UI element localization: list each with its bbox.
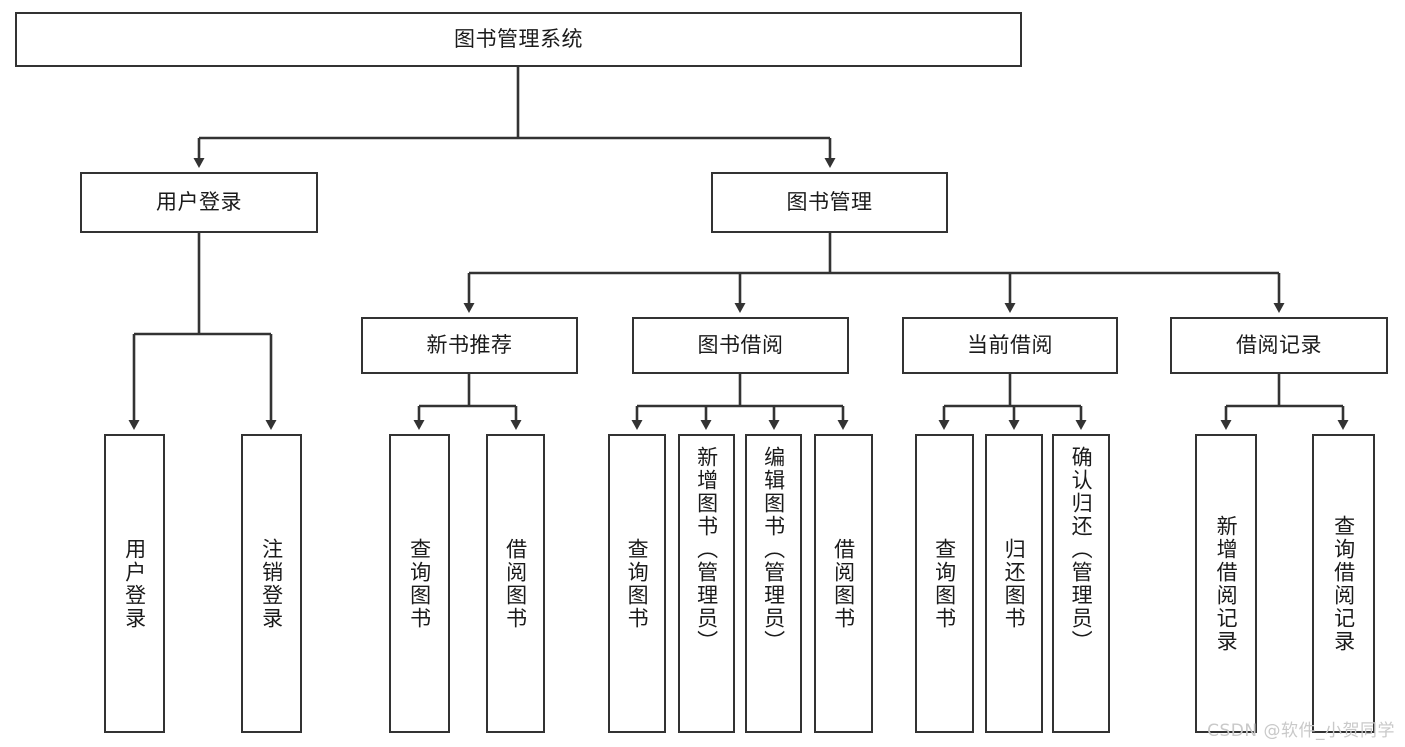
node-leaf-query-book-cur-label: 查询图书 [932, 537, 957, 630]
node-leaf-user-login[interactable]: 用户登录 [104, 434, 165, 733]
node-leaf-query-book-rec[interactable]: 查询图书 [389, 434, 450, 733]
node-borrow-record-label: 借阅记录 [1236, 332, 1322, 357]
node-current-borrow-label: 当前借阅 [967, 332, 1053, 357]
node-leaf-query-book-rec-label: 查询图书 [407, 537, 432, 630]
node-book-manage[interactable]: 图书管理 [711, 172, 948, 233]
node-root-label: 图书管理系统 [454, 26, 583, 51]
node-leaf-return-book[interactable]: 归还图书 [985, 434, 1043, 733]
node-leaf-borrow-book-rec[interactable]: 借阅图书 [486, 434, 545, 733]
node-current-borrow[interactable]: 当前借阅 [902, 317, 1118, 374]
node-book-borrow[interactable]: 图书借阅 [632, 317, 849, 374]
node-leaf-query-record[interactable]: 查询借阅记录 [1312, 434, 1375, 733]
node-leaf-add-book[interactable]: 新增图书（管理员） [678, 434, 735, 733]
node-leaf-borrow-book-label: 借阅图书 [831, 537, 856, 630]
node-book-manage-label: 图书管理 [786, 189, 873, 214]
node-leaf-return-book-label: 归还图书 [1002, 537, 1027, 630]
node-user-login-label: 用户登录 [156, 189, 242, 214]
node-leaf-query-book-cur[interactable]: 查询图书 [915, 434, 974, 733]
node-leaf-user-logout-label: 注销登录 [259, 537, 284, 630]
node-leaf-add-record-label: 新增借阅记录 [1214, 514, 1239, 653]
node-leaf-confirm-return-label: 确认归还（管理员） [1069, 446, 1094, 653]
node-leaf-query-book-borrow[interactable]: 查询图书 [608, 434, 666, 733]
node-leaf-query-record-label: 查询借阅记录 [1331, 514, 1356, 653]
node-new-book-rec-label: 新书推荐 [426, 332, 513, 357]
node-leaf-query-book-borrow-label: 查询图书 [625, 537, 650, 630]
node-leaf-edit-book[interactable]: 编辑图书（管理员） [745, 434, 802, 733]
node-borrow-record[interactable]: 借阅记录 [1170, 317, 1388, 374]
node-new-book-rec[interactable]: 新书推荐 [361, 317, 578, 374]
node-root[interactable]: 图书管理系统 [15, 12, 1022, 67]
node-leaf-borrow-book-rec-label: 借阅图书 [503, 537, 528, 630]
node-user-login[interactable]: 用户登录 [80, 172, 318, 233]
node-leaf-edit-book-label: 编辑图书（管理员） [761, 446, 786, 653]
node-leaf-user-login-label: 用户登录 [122, 537, 147, 630]
node-leaf-confirm-return[interactable]: 确认归还（管理员） [1052, 434, 1110, 733]
node-leaf-user-logout[interactable]: 注销登录 [241, 434, 302, 733]
node-leaf-borrow-book[interactable]: 借阅图书 [814, 434, 873, 733]
node-book-borrow-label: 图书借阅 [697, 332, 784, 357]
node-leaf-add-record[interactable]: 新增借阅记录 [1195, 434, 1257, 733]
node-leaf-add-book-label: 新增图书（管理员） [694, 446, 719, 653]
